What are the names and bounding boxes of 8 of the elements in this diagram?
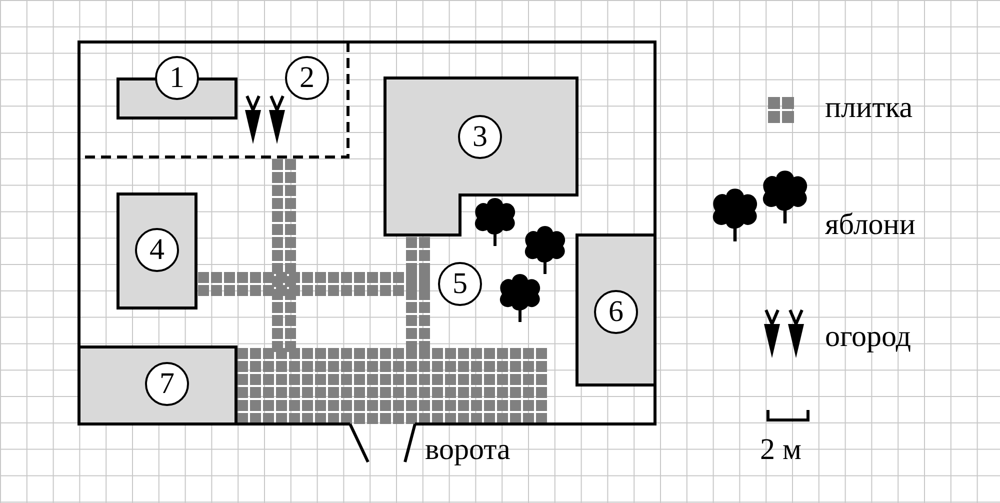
callout-number: 5 xyxy=(438,262,482,306)
callout-number: 1 xyxy=(155,56,199,100)
legend-label: огород xyxy=(825,322,911,352)
legend-label: яблони xyxy=(825,210,916,240)
gate-label: ворота xyxy=(425,435,510,465)
scale-label: 2 м xyxy=(760,435,802,465)
callout-number: 2 xyxy=(285,56,329,100)
legend-label: плитка xyxy=(825,93,913,123)
